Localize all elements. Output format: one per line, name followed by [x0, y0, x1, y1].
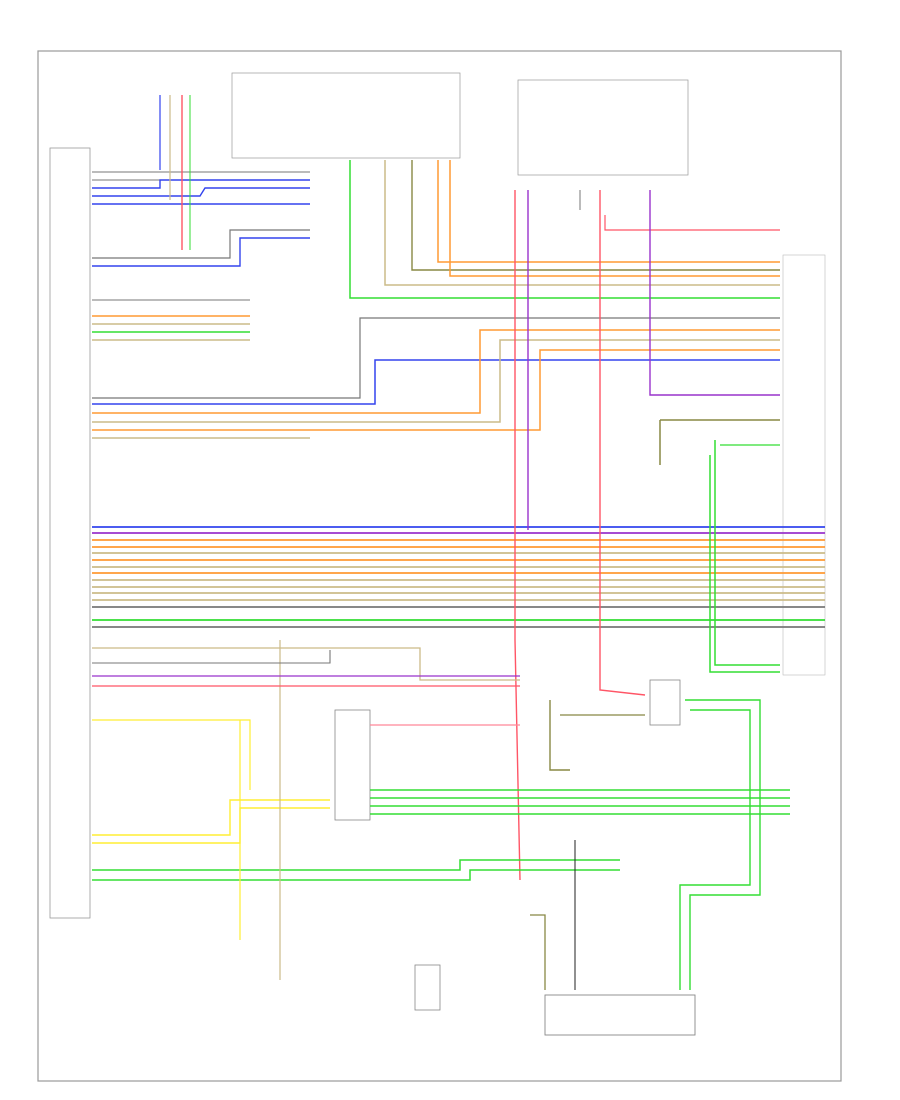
wire-61	[685, 699, 761, 990]
wire-40	[92, 349, 780, 431]
wire-37	[92, 359, 780, 405]
wire-21	[92, 237, 310, 267]
wire-38	[92, 329, 780, 414]
left-module-box	[49, 147, 91, 919]
wire-72	[92, 650, 331, 664]
wire-53	[92, 799, 330, 836]
wire-27	[384, 160, 780, 286]
wire-group	[92, 95, 825, 990]
center-module	[334, 709, 371, 821]
wire-20	[92, 229, 310, 259]
wire-17	[92, 179, 310, 189]
wire-65	[92, 719, 251, 790]
wire-26	[349, 160, 780, 299]
wire-28	[411, 160, 780, 271]
wire-46	[649, 190, 780, 396]
wire-71	[92, 647, 520, 681]
bottom-connector-block	[544, 994, 696, 1036]
wire-70	[530, 914, 546, 990]
wire-30	[449, 160, 780, 277]
top-fuse-box	[231, 72, 461, 159]
wire-62	[679, 709, 751, 990]
right-module-box	[782, 254, 826, 676]
wire-39	[92, 339, 780, 423]
wire-29	[437, 160, 780, 263]
wire-67	[549, 700, 570, 771]
top-right-fuse-box	[517, 79, 689, 176]
wire-18	[92, 187, 310, 197]
wire-42	[514, 190, 521, 881]
wire-56	[92, 869, 620, 881]
wire-54	[92, 807, 330, 844]
diagram-frame	[37, 50, 842, 1082]
wire-45	[604, 215, 780, 231]
wire-44	[599, 190, 646, 696]
wire-50	[709, 455, 780, 673]
wire-55	[92, 859, 620, 871]
relay-box	[649, 679, 681, 726]
wire-36	[92, 317, 780, 399]
bottom-small-box	[414, 964, 441, 1011]
wire-48	[714, 440, 780, 666]
